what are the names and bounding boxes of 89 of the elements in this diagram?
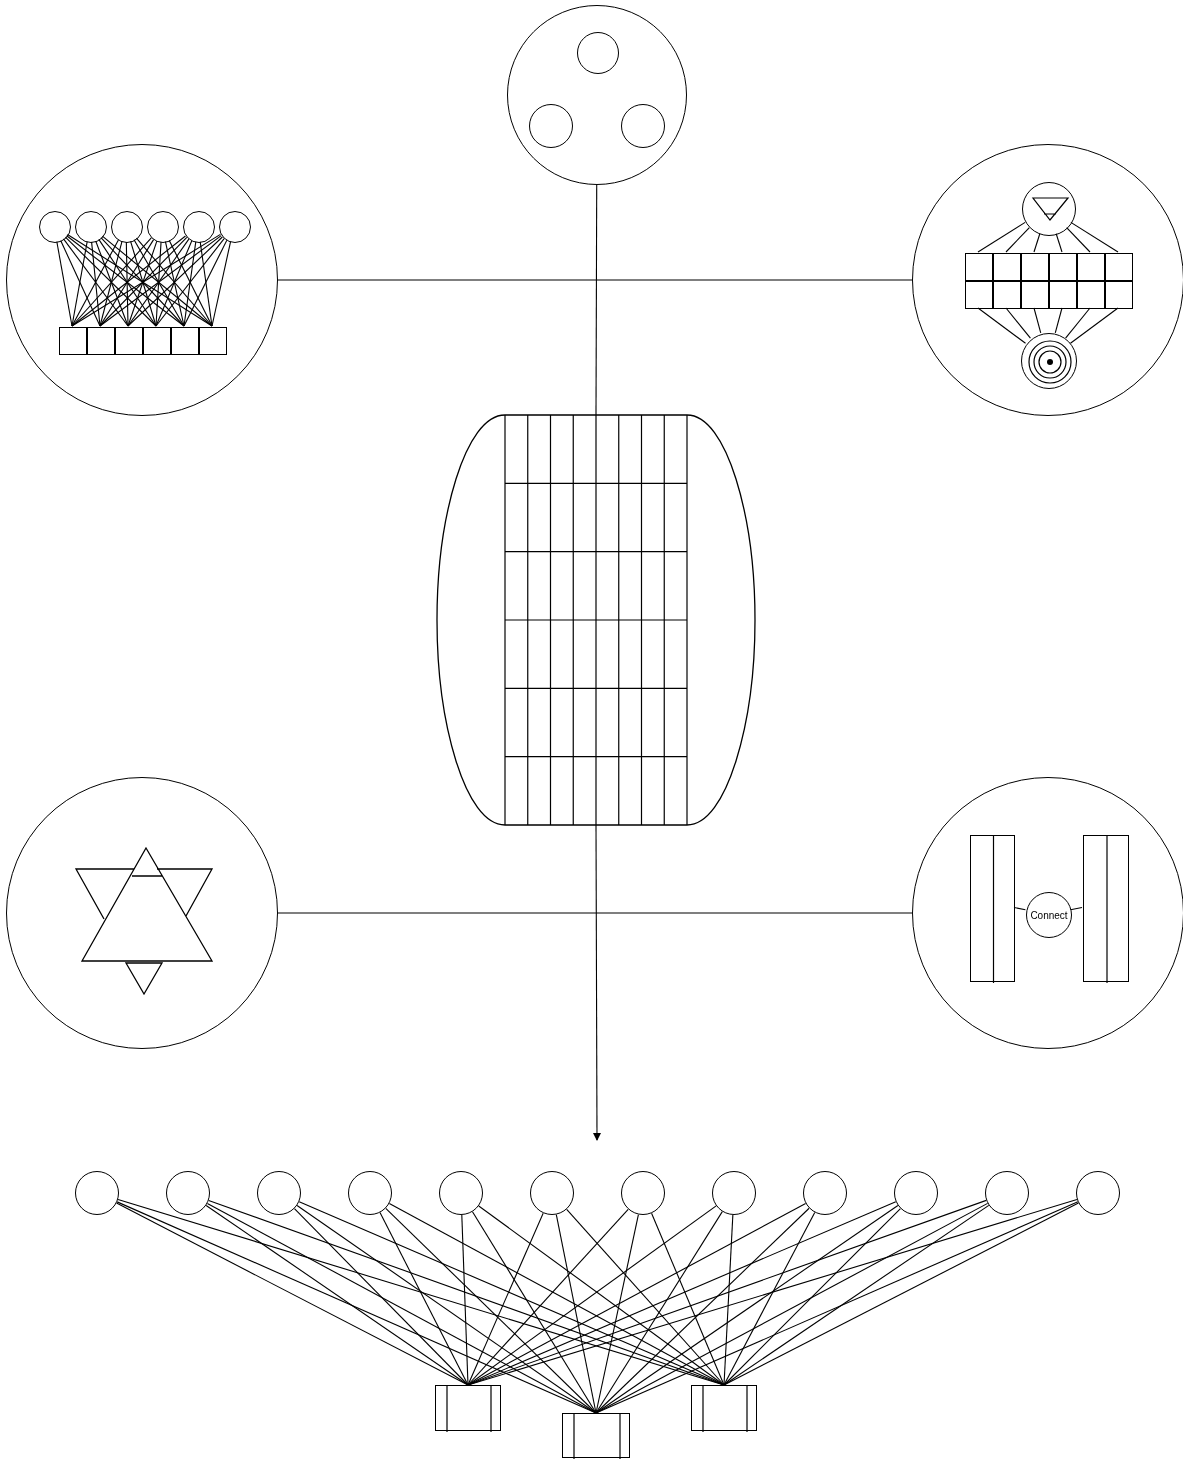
connector-line (1033, 307, 1042, 334)
connector-line (62, 238, 129, 327)
connector-line (977, 221, 1026, 253)
connector-line (471, 1211, 597, 1414)
connector-line (91, 241, 101, 327)
connector-line (183, 239, 228, 327)
connector-line (127, 238, 190, 327)
connector-line (467, 1198, 1078, 1386)
connector-line (467, 1202, 807, 1386)
connector-line (461, 1214, 469, 1386)
connector-line (595, 1213, 639, 1414)
connector-line (155, 238, 225, 327)
box-node (1077, 281, 1105, 309)
connector-line (135, 237, 213, 327)
connector-line (211, 241, 232, 327)
connector-line (155, 240, 193, 327)
connector-line (467, 1208, 629, 1386)
connector-line (1033, 233, 1041, 253)
connector-line (127, 236, 223, 327)
connector-line (723, 1204, 990, 1386)
connector-line (56, 241, 73, 327)
connector-line (277, 279, 913, 281)
connector-line (977, 307, 1027, 344)
connector-line (99, 240, 123, 327)
connector-line (595, 1201, 1079, 1414)
connector-line (1005, 307, 1031, 339)
box-node (1105, 281, 1133, 309)
box-node (435, 1385, 501, 1431)
connector-line (1055, 233, 1063, 253)
box-node (1077, 253, 1105, 281)
barrel-node (437, 415, 755, 825)
box-node (1049, 281, 1077, 309)
connector-line (1065, 307, 1091, 339)
connector-line (1013, 906, 1026, 911)
connector-line (199, 241, 213, 327)
connector-line (277, 912, 913, 914)
connector-line (71, 241, 88, 327)
box-node (691, 1385, 757, 1431)
box-node (965, 281, 993, 309)
connector-line (296, 1205, 597, 1414)
connector-line (116, 1201, 597, 1414)
box-node (993, 253, 1021, 281)
connector-line (155, 241, 162, 327)
connector-line (467, 1199, 987, 1386)
connector-line (595, 1211, 723, 1414)
box-node (1021, 281, 1049, 309)
connector-line (1054, 307, 1063, 334)
connector-line (595, 1202, 989, 1414)
connector-line (293, 1208, 469, 1386)
connector-line (95, 240, 129, 327)
arrow (593, 824, 601, 1141)
connector-line (60, 240, 101, 327)
box-node (562, 1413, 630, 1458)
connector-line (205, 1204, 469, 1386)
box-node (1105, 253, 1133, 281)
connector-line (595, 184, 598, 416)
box-node (59, 327, 87, 355)
box-node (965, 253, 993, 281)
box-node (143, 327, 171, 355)
box-node (171, 327, 199, 355)
connector-line (723, 1202, 1079, 1386)
connector-line (566, 1208, 725, 1386)
box-node (993, 281, 1021, 309)
connector-line (379, 1212, 469, 1386)
box-node (115, 327, 143, 355)
connector-line (651, 1212, 725, 1386)
connector-line (1070, 906, 1083, 911)
connector-line (298, 1201, 725, 1386)
connector-line (133, 239, 185, 327)
connector-line (467, 1212, 544, 1386)
connector-line (1066, 227, 1091, 253)
connector-line (555, 1214, 597, 1414)
box-node (199, 327, 227, 355)
connector-line (1005, 227, 1030, 253)
connector-line (168, 239, 213, 327)
bar-node (970, 835, 1015, 982)
box-node (1021, 253, 1049, 281)
node-label: Connect (1030, 909, 1068, 921)
connector-line (1070, 221, 1119, 253)
box-node (1049, 253, 1077, 281)
connector-line (385, 1207, 597, 1414)
connector-line (125, 241, 129, 327)
box-node (87, 327, 115, 355)
connector-line (723, 1211, 816, 1386)
connector-line (164, 241, 185, 327)
connector-line (723, 1214, 734, 1386)
bar-node (1083, 835, 1129, 982)
connector-line (595, 1204, 899, 1414)
connector-line (1069, 307, 1119, 344)
